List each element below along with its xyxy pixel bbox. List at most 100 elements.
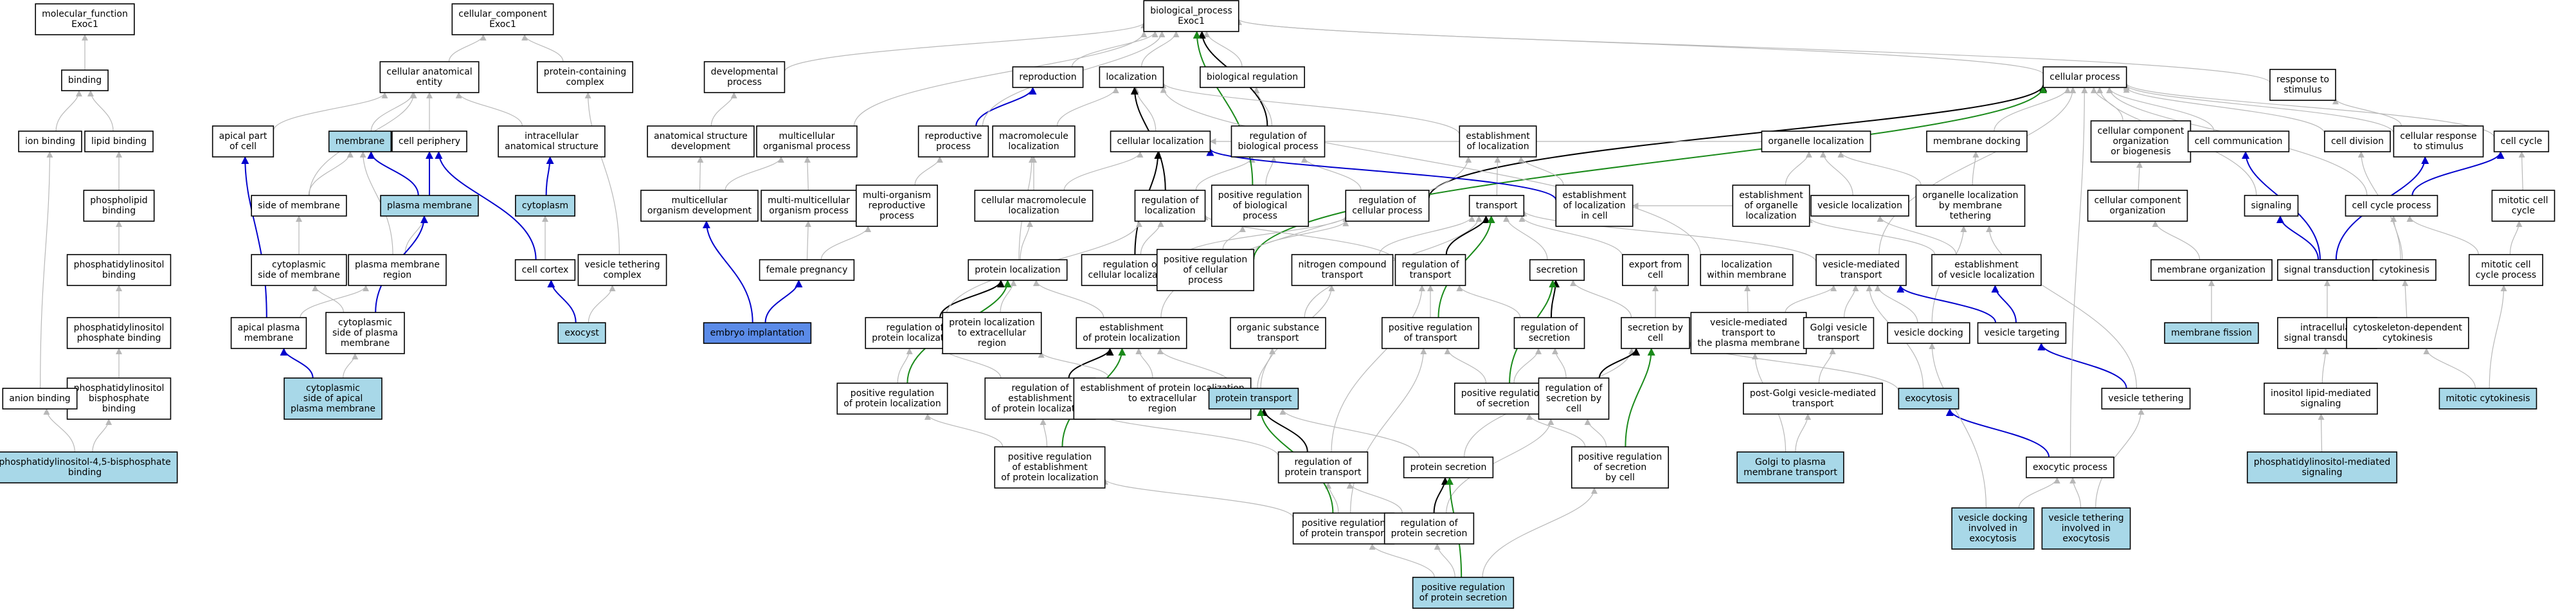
go-term-node-exocyst: exocyst (557, 322, 606, 344)
node-label-line: phosphatidylinositol (74, 323, 165, 333)
node-box (61, 69, 109, 91)
go-term-node-lipid-binding: lipid binding (84, 131, 154, 152)
node-label-line: within membrane (1707, 270, 1787, 280)
node-box (1345, 190, 1430, 222)
node-label-line: plasma membrane (291, 404, 375, 414)
node-box (1815, 254, 1907, 286)
node-label-line: phosphate binding (77, 333, 161, 343)
edge-blue-exocyst-to-cell-cortex (547, 280, 577, 323)
node-label-line: vesicle docking (1958, 513, 2028, 523)
node-label-line: secretion by (1628, 323, 1683, 333)
node-label-line: protein localization (975, 265, 1060, 275)
node-label-line: positive regulation (1218, 190, 1302, 201)
edge-gray-protein-loc-extracell-to-protein-loc (1000, 280, 1017, 313)
node-label-line: macromolecule (999, 131, 1068, 141)
node-label-line: process (1188, 275, 1223, 285)
node-label-line: organization (2109, 206, 2165, 216)
node-label-line: phosphatidylinositol-mediated (2254, 457, 2391, 467)
edge-gray-secretion-by-cell-to-secretion (1570, 280, 1632, 318)
node-box (577, 254, 667, 286)
node-box (1211, 185, 1310, 227)
node-label-line: ion binding (25, 136, 75, 147)
go-term-node-membrane-docking: membrane docking (1926, 131, 2028, 152)
node-box (1277, 451, 1369, 483)
node-label-line: cytoplasmic (272, 260, 326, 270)
edge-gray-cellular-process-to-bp (1236, 19, 2044, 75)
node-box (761, 190, 857, 222)
node-box (1810, 195, 1909, 217)
edge-gray-vesicle-mediated-transport-to-cellular-process (1878, 87, 2076, 255)
node-box (1208, 388, 1299, 410)
node-label-line: the plasma membrane (1697, 338, 1799, 348)
edge-gray-vt-exocytosis-to-vesicle-tethering (2095, 408, 2145, 509)
node-box (1230, 125, 1326, 158)
node-label-line: vesicle tethering (2048, 513, 2123, 523)
node-label-line: cell communication (2195, 136, 2283, 147)
node-box (392, 131, 467, 152)
node-box (251, 254, 347, 286)
node-box (0, 451, 178, 483)
go-term-node-cellular-loc: cellular localization (1110, 131, 1211, 152)
edge-gray-response-stimulus-to-bp (1236, 18, 2271, 84)
edge-gray-reproduction-to-bp (1071, 31, 1158, 68)
node-box (968, 259, 1068, 281)
edge-gray-vesicle-mediated-transport-to-transport (1520, 210, 1817, 262)
edge-gray-reg-secretion-to-reg-transport (1456, 285, 1521, 318)
node-box (1459, 125, 1537, 158)
node-box (1394, 254, 1466, 286)
node-box (2493, 131, 2550, 152)
node-box (1761, 131, 1871, 152)
node-label-line: organelle localization (1922, 190, 2018, 201)
node-label-line: of secretion (1594, 462, 1646, 473)
node-box (1110, 131, 1211, 152)
node-label-line: cell periphery (399, 136, 460, 147)
go-term-node-cell-cortex: cell cortex (514, 259, 576, 281)
node-box (2, 388, 78, 410)
node-label-line: organelle localization (1768, 136, 1864, 147)
node-label-line: cytoskeleton-dependent (2353, 323, 2462, 333)
go-term-node-signaling: signaling (2244, 195, 2299, 217)
node-label-line: transport (1792, 399, 1834, 409)
node-box (1134, 190, 1206, 222)
node-box (1143, 0, 1239, 32)
node-label-line: complex (566, 77, 604, 87)
node-label-line: nitrogen compound (1298, 260, 1386, 270)
node-label-line: of transport (1404, 333, 1457, 343)
edge-gray-pos-reg-protein-loc-to-reg-protein-loc (897, 348, 913, 384)
node-label-line: protein transport (1285, 467, 1362, 478)
node-box (84, 131, 154, 152)
node-box (1690, 312, 1807, 354)
node-label-line: secretion (1529, 333, 1570, 343)
node-label-line: cytoplasm (522, 201, 568, 211)
node-box (1743, 383, 1883, 415)
edge-gray-cell-response-stimulus-to-cellular-process (2123, 84, 2394, 134)
node-label-line: protein localization (872, 333, 957, 343)
node-box (557, 322, 606, 344)
node-label-line: entity (417, 77, 443, 87)
node-label-line: cycle process (2476, 270, 2536, 280)
node-label-line: Exoc1 (1178, 16, 1205, 26)
node-label-line: establishment (1739, 190, 1803, 201)
node-label-line: to extracellular (958, 328, 1026, 338)
node-label-line: export from (1629, 260, 1682, 270)
node-box (703, 322, 812, 344)
node-label-line: Golgi vesicle (1810, 323, 1868, 333)
node-label-line: regulation of (1400, 518, 1458, 528)
edge-gray-estab-vesicle-loc-to-estab-organelle-loc (1806, 216, 1936, 255)
node-box (230, 317, 307, 349)
node-label-line: organismal process (763, 141, 851, 152)
edge-blue-estab-loc-cell-to-cellular-loc (1206, 148, 1557, 201)
node-label-line: molecular_function (42, 9, 128, 19)
edge-gray-female-pregnancy-to-multi-org-repro (820, 226, 872, 260)
